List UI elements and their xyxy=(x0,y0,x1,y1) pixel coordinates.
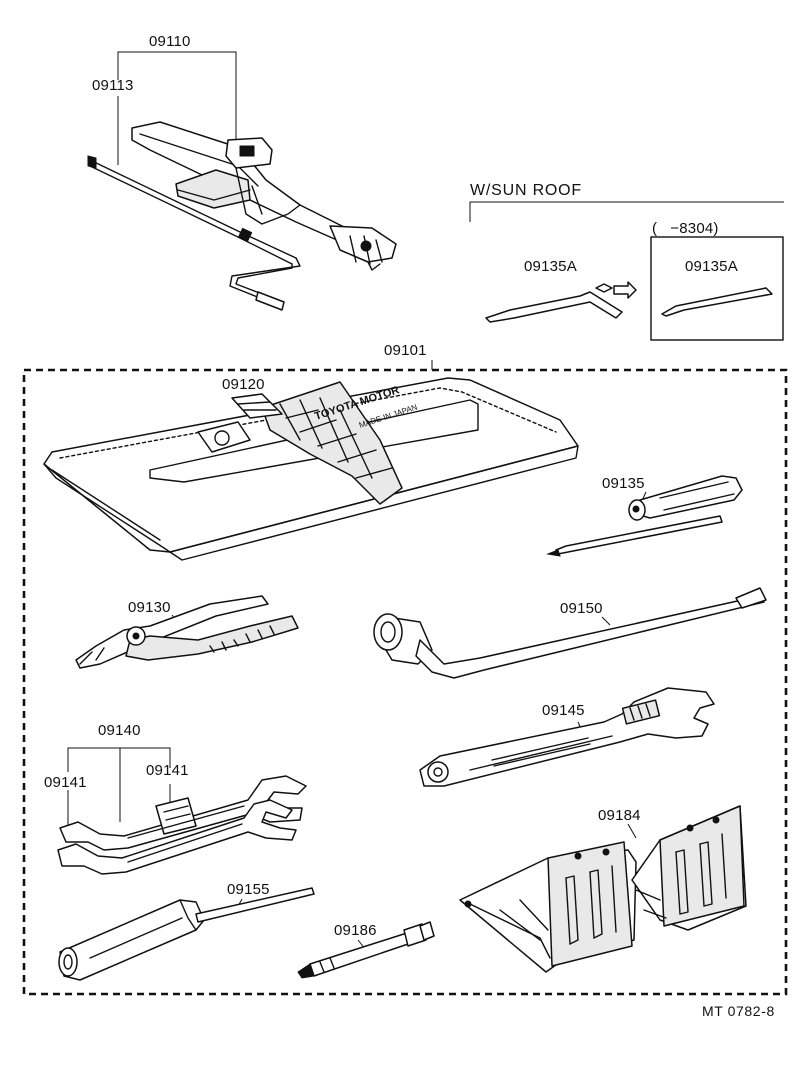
wheel-chocks xyxy=(459,805,747,973)
jack-handle xyxy=(58,887,315,981)
label-09186: 09186 xyxy=(334,922,377,939)
label-09113: 09113 xyxy=(92,77,134,94)
tool-bag xyxy=(43,377,579,561)
label-09155: 09155 xyxy=(227,881,270,898)
label-09140: 09140 xyxy=(98,722,141,739)
screwdriver xyxy=(546,475,743,557)
label-09120: 09120 xyxy=(222,376,265,393)
label-09141-right: 09141 xyxy=(146,762,189,779)
label-09135: 09135 xyxy=(602,475,645,492)
label-09145: 09145 xyxy=(542,702,585,719)
label-09130: 09130 xyxy=(128,599,171,616)
pliers xyxy=(75,595,299,669)
label-09135A-right: 09135A xyxy=(685,258,738,275)
label-09184: 09184 xyxy=(598,807,641,824)
diagram-code: MT 0782-8 xyxy=(702,1003,775,1019)
kit-boundary xyxy=(22,368,788,996)
label-09150: 09150 xyxy=(560,600,603,617)
screw-jack xyxy=(87,121,397,311)
spindle-tool xyxy=(297,921,435,979)
label-range: ( −8304) xyxy=(652,220,719,237)
label-09141-left: 09141 xyxy=(44,774,87,791)
sunroof-tool xyxy=(485,236,784,341)
lug-wrench xyxy=(373,587,767,679)
label-sunroof: W/SUN ROOF xyxy=(470,182,582,199)
adjustable-wrench xyxy=(419,687,715,787)
label-09110: 09110 xyxy=(149,33,191,50)
label-09135A-left: 09135A xyxy=(524,258,577,275)
label-09101: 09101 xyxy=(384,342,427,359)
open-end-wrenches xyxy=(57,775,307,875)
